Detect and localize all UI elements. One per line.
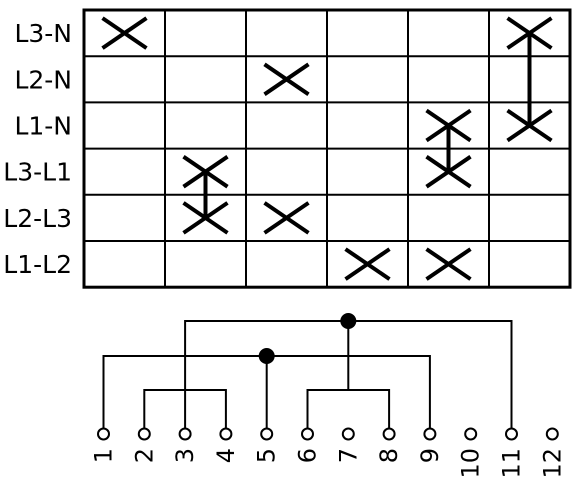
terminal-1 — [97, 427, 110, 441]
terminal-label: 10 — [457, 448, 485, 479]
terminal-12 — [545, 427, 559, 441]
row-label: L1-L2 — [3, 250, 72, 279]
contact-mark — [263, 62, 310, 96]
terminal-5 — [260, 427, 274, 441]
contact-mark — [344, 247, 391, 281]
terminal-2 — [137, 427, 151, 441]
row-label: L1-N — [14, 112, 72, 141]
terminal-label: 12 — [538, 448, 566, 479]
row-label: L3-N — [14, 19, 72, 48]
terminal-label: 2 — [130, 448, 158, 463]
contact-mark — [506, 16, 553, 50]
terminal-label: 4 — [212, 448, 240, 463]
row-label: L3-L1 — [3, 158, 72, 187]
junction-dot — [258, 348, 275, 364]
terminal-3 — [178, 427, 192, 441]
contact-mark — [425, 108, 472, 143]
bridge-wire — [306, 389, 391, 429]
contact-mark — [182, 155, 229, 189]
contact-mark — [263, 201, 310, 235]
contact-marks — [101, 16, 553, 281]
contact-mark — [506, 108, 553, 143]
terminal-label: 8 — [375, 448, 403, 463]
terminal-11 — [505, 427, 518, 441]
terminal-label: 7 — [334, 448, 362, 463]
terminal-8 — [382, 427, 396, 441]
contact-mark — [425, 155, 472, 189]
terminal-6 — [301, 427, 314, 441]
junction-dot — [340, 313, 357, 329]
contact-mark — [182, 201, 229, 235]
contact-mark — [101, 16, 148, 50]
contact-mark — [425, 247, 472, 281]
terminal-label: 11 — [498, 448, 526, 479]
terminal-wiring — [102, 313, 513, 429]
row-label: L2-N — [14, 65, 72, 94]
switching-table — [82, 8, 572, 289]
row-label: L2-L3 — [3, 204, 72, 233]
terminal-label: 5 — [253, 448, 281, 463]
contact-links — [203, 33, 532, 218]
terminal-label: 1 — [90, 448, 118, 463]
terminal-label: 3 — [171, 448, 199, 463]
terminal-4 — [219, 427, 233, 441]
terminal-9 — [423, 427, 437, 441]
terminal-label: 6 — [294, 448, 322, 463]
terminal-label: 9 — [416, 448, 444, 463]
terminal-7 — [341, 427, 355, 441]
terminal-10 — [464, 427, 478, 441]
